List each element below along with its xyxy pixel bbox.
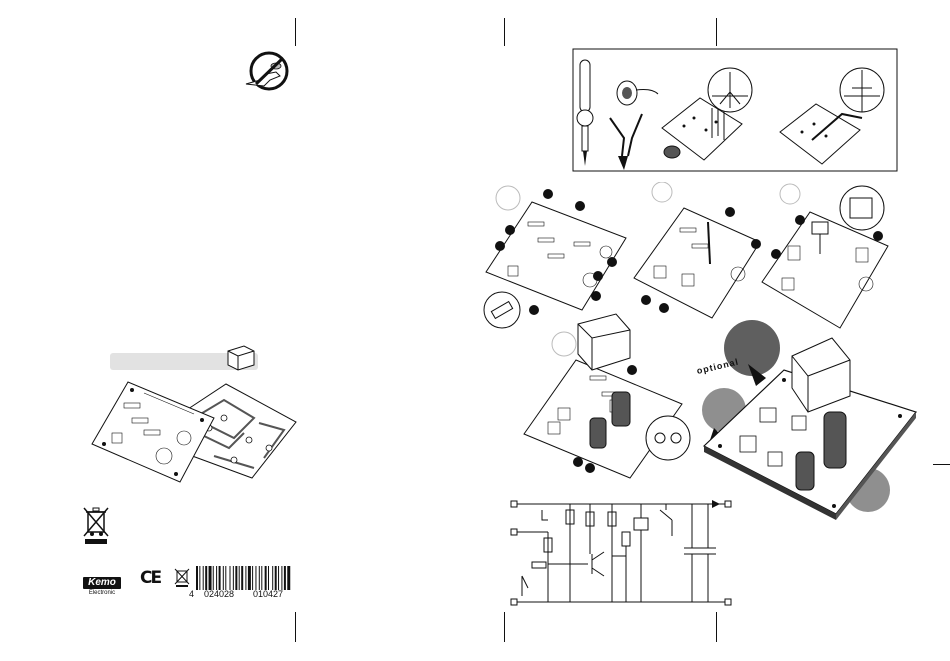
crop-mark [716, 612, 717, 642]
barcode-bar [261, 566, 262, 590]
relay-icon [224, 343, 258, 373]
circuit-schematic [508, 496, 744, 608]
barcode-bar [265, 566, 267, 590]
barcode-bar [233, 566, 234, 590]
barcode-bar [196, 566, 198, 590]
barcode-bar [235, 566, 237, 590]
assembly-step-4 [520, 310, 700, 482]
barcode-bar [209, 566, 212, 590]
barcode-bar [241, 566, 243, 590]
barcode-bar [255, 566, 256, 590]
barcode-bar [287, 566, 290, 590]
soldering-tools-panel [572, 48, 898, 172]
barcode-bar [225, 566, 226, 590]
barcode-bar [230, 566, 231, 590]
barcode-bar [203, 566, 204, 590]
barcode-bar [268, 566, 269, 590]
barcode-bar [284, 566, 286, 590]
barcode-bar [275, 566, 277, 590]
completed-board [700, 316, 950, 526]
barcode-digit-group-1: 024028 [204, 589, 234, 599]
pcb-boards-illustration [84, 378, 304, 496]
barcode-bar [281, 566, 282, 590]
ce-mark: CE [140, 568, 160, 588]
barcode-bar [252, 566, 253, 590]
barcode-lead-digit: 4 [189, 589, 194, 599]
crop-mark [716, 18, 717, 46]
barcode-bar [278, 566, 279, 590]
crop-mark [504, 612, 505, 642]
barcode-bar [259, 566, 260, 590]
barcode [196, 566, 298, 590]
assembly-step-2 [628, 182, 764, 322]
weee-bin-icon [82, 505, 110, 545]
crop-mark [295, 612, 296, 642]
barcode-bar [219, 566, 221, 590]
kemo-logo-subtext: Electronic [83, 589, 121, 597]
assembly-step-3 [758, 182, 894, 332]
barcode-bar [272, 566, 273, 590]
kemo-logo-text: Kemo [83, 577, 121, 589]
barcode-bar [239, 566, 240, 590]
barcode-bar [213, 566, 214, 590]
barcode-bar [223, 566, 224, 590]
small-weee-icon [174, 567, 190, 587]
barcode-bar [216, 566, 217, 590]
crop-mark [504, 18, 505, 46]
barcode-bar [199, 566, 200, 590]
barcode-bar [205, 566, 207, 590]
no-solder-paste-icon [236, 46, 298, 96]
crop-mark [295, 18, 296, 46]
barcode-digit-group-2: 010427 [253, 589, 283, 599]
kemo-logo: Kemo Electronic [83, 577, 121, 599]
barcode-bar [245, 566, 246, 590]
barcode-bar [248, 566, 251, 590]
